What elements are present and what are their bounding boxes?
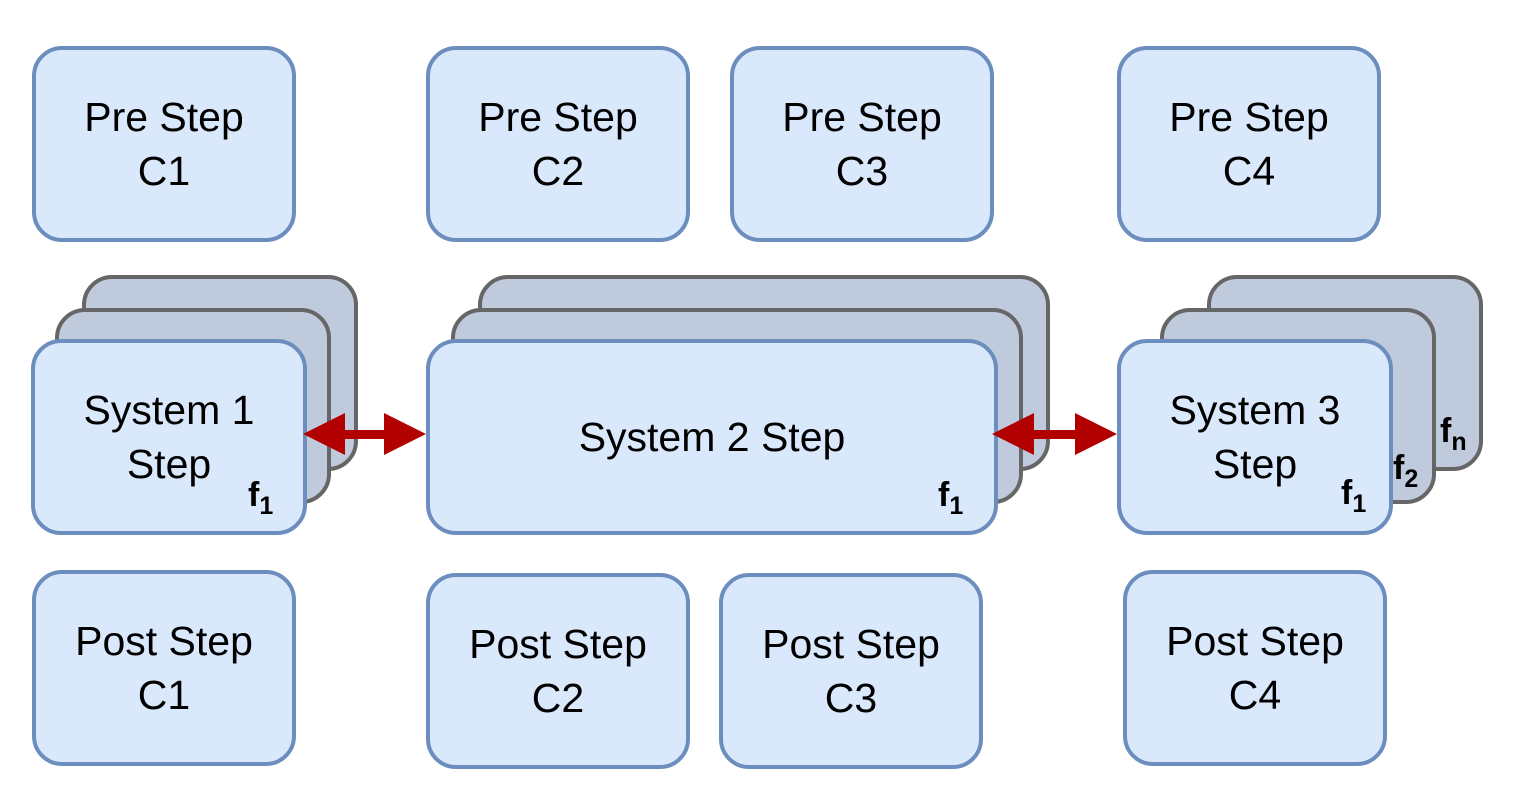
frame-sub-2: 2 bbox=[1404, 465, 1419, 493]
frame-f-text: f bbox=[248, 476, 260, 514]
frame-sub-1: 1 bbox=[259, 492, 274, 520]
frame-sub-n: n bbox=[1451, 428, 1467, 456]
post-step-c1: Post Step C1 bbox=[32, 570, 296, 766]
post-step-c3-line1: Post Step bbox=[762, 621, 940, 667]
pre-step-c1-line2: C1 bbox=[137, 148, 191, 194]
arrow-system1-system2 bbox=[303, 413, 426, 455]
frame-f-text: f bbox=[1440, 412, 1452, 450]
pre-step-c1: Pre Step C1 bbox=[32, 46, 296, 242]
system-1-frame-label-f1: f1 bbox=[248, 476, 273, 520]
system-1-line2: Step bbox=[126, 441, 212, 487]
pre-step-c3-line1: Pre Step bbox=[782, 94, 942, 140]
frame-f-text: f bbox=[1393, 449, 1405, 487]
post-step-c4: Post Step C4 bbox=[1123, 570, 1387, 766]
pre-step-c1-line1: Pre Step bbox=[84, 94, 244, 140]
system-3-step: System 3 Step bbox=[1117, 339, 1393, 535]
pre-step-c2: Pre Step C2 bbox=[426, 46, 690, 242]
pre-step-c4-line1: Pre Step bbox=[1169, 94, 1329, 140]
system-3-frame-label-fn: fn bbox=[1440, 412, 1467, 456]
frame-f-text: f bbox=[938, 476, 950, 514]
post-step-c3: Post Step C3 bbox=[719, 573, 983, 769]
system-1-step: System 1 Step bbox=[31, 339, 307, 535]
post-step-c4-line1: Post Step bbox=[1166, 618, 1344, 664]
post-step-c2-line2: C2 bbox=[531, 675, 585, 721]
pre-step-c4: Pre Step C4 bbox=[1117, 46, 1381, 242]
post-step-c2: Post Step C2 bbox=[426, 573, 690, 769]
pre-step-c2-line2: C2 bbox=[531, 148, 585, 194]
pre-step-c4-line2: C4 bbox=[1222, 148, 1276, 194]
post-step-c3-line2: C3 bbox=[824, 675, 878, 721]
post-step-c1-line1: Post Step bbox=[75, 618, 253, 664]
pre-step-c2-line1: Pre Step bbox=[478, 94, 638, 140]
post-step-c1-line2: C1 bbox=[137, 672, 191, 718]
post-step-c2-line1: Post Step bbox=[469, 621, 647, 667]
system-3-frame-label-f2: f2 bbox=[1393, 449, 1418, 493]
system-2-frame-label-f1: f1 bbox=[938, 476, 963, 520]
pre-step-c3-line2: C3 bbox=[835, 148, 889, 194]
frame-sub-1: 1 bbox=[1352, 490, 1367, 518]
system-3-frame-label-f1: f1 bbox=[1341, 474, 1366, 518]
system-2-step: System 2 Step bbox=[426, 339, 998, 535]
post-step-c4-line2: C4 bbox=[1228, 672, 1282, 718]
frame-sub-1: 1 bbox=[949, 492, 964, 520]
system-3-line2: Step bbox=[1212, 441, 1298, 487]
arrow-system2-system3 bbox=[992, 413, 1117, 455]
pre-step-c3: Pre Step C3 bbox=[730, 46, 994, 242]
system-3-line1: System 3 bbox=[1169, 387, 1341, 433]
system-2-line1: System 2 Step bbox=[578, 414, 846, 460]
frame-f-text: f bbox=[1341, 474, 1353, 512]
system-1-line1: System 1 bbox=[83, 387, 255, 433]
